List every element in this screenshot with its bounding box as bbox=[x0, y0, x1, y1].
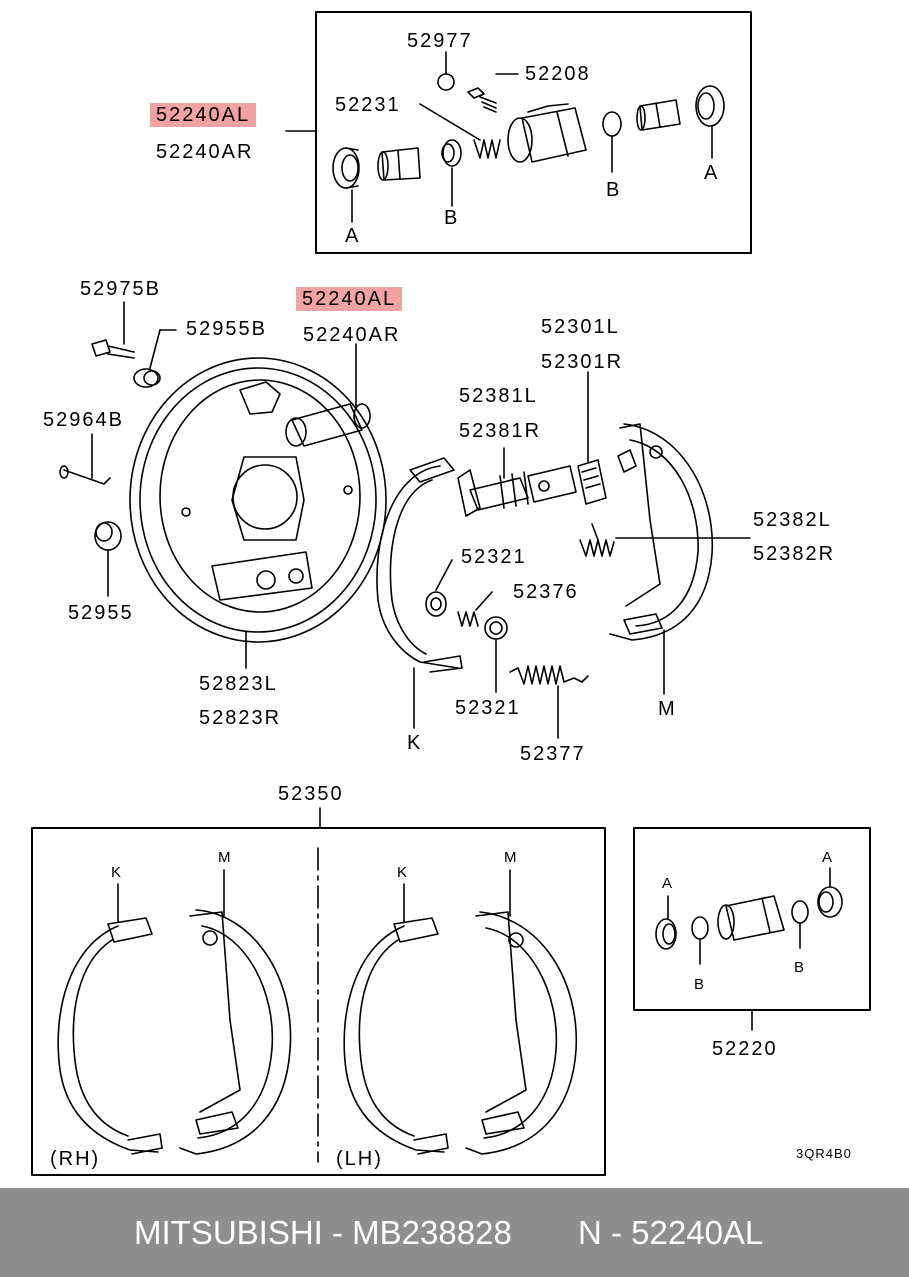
wheel-cylinder-body-icon bbox=[717, 895, 785, 941]
spring-icon bbox=[579, 539, 615, 557]
callout-52231: 52231 bbox=[335, 94, 401, 116]
bleeder-screw-icon bbox=[467, 87, 497, 113]
lh-shoe-m-icon bbox=[465, 911, 578, 1155]
rh-shoe-k-icon bbox=[57, 917, 163, 1155]
shoe-kit-box bbox=[31, 827, 606, 1176]
callout-52321-upper: 52321 bbox=[461, 546, 527, 568]
callout-lh-k: K bbox=[397, 864, 409, 881]
rubber-plug-icon bbox=[133, 368, 161, 388]
callout-letter-k: K bbox=[407, 732, 423, 754]
leader bbox=[149, 329, 161, 369]
wheel-cylinder-body-icon bbox=[507, 103, 587, 163]
callout-top-alt: 52240AR bbox=[156, 141, 254, 163]
callout-52975b: 52975B bbox=[80, 278, 161, 300]
callout-letter-m: M bbox=[658, 698, 677, 720]
piston-icon bbox=[636, 99, 681, 131]
callout-top-a-left: A bbox=[345, 225, 361, 247]
footer-brand: MITSUBISHI - MB238828 bbox=[134, 1214, 512, 1251]
callout-mid-alt: 52240AR bbox=[303, 324, 401, 346]
small-cup-icon bbox=[441, 139, 462, 167]
callout-52823l: 52823L bbox=[199, 673, 278, 695]
label-lh: (LH) bbox=[336, 1148, 383, 1170]
bolt-icon bbox=[91, 339, 135, 359]
lh-shoe-k-icon bbox=[343, 917, 449, 1155]
callout-52823r: 52823R bbox=[199, 707, 282, 729]
small-cup-icon bbox=[791, 900, 809, 924]
callout-52350: 52350 bbox=[278, 783, 344, 805]
callout-52964b: 52964B bbox=[43, 409, 124, 431]
footer-part-number: N - 52240AL bbox=[578, 1214, 764, 1251]
hold-down-pin-icon bbox=[59, 465, 111, 485]
callout-mid-main: 52240AL bbox=[296, 287, 403, 311]
callout-52977: 52977 bbox=[407, 30, 473, 52]
piston-icon bbox=[377, 147, 421, 181]
leader bbox=[591, 523, 599, 541]
callout-52208: 52208 bbox=[525, 63, 591, 85]
callout-top-b-left: B bbox=[444, 207, 460, 229]
callout-52321-lower: 52321 bbox=[455, 697, 521, 719]
callout-rh-m: M bbox=[218, 849, 232, 866]
callout-52381r: 52381R bbox=[459, 420, 542, 442]
rh-shoe-m-icon bbox=[179, 909, 292, 1155]
callout-52376: 52376 bbox=[513, 581, 579, 603]
exploded-parts-diagram: 52240AL 52240AR 52977 52208 52231 A B B … bbox=[31, 11, 871, 1176]
brake-shoe-m-icon bbox=[609, 423, 714, 641]
diagram-code: 3QR4B0 bbox=[796, 1146, 852, 1161]
diagram-drawing bbox=[31, 11, 871, 1176]
callout-52377: 52377 bbox=[520, 743, 586, 765]
brake-shoe-k-icon bbox=[376, 457, 463, 673]
small-cup-icon bbox=[602, 111, 622, 137]
footer-bar: MITSUBISHI - MB238828 N - 52240AL bbox=[0, 1188, 909, 1277]
small-cup-icon bbox=[691, 916, 709, 940]
callout-52301l: 52301L bbox=[541, 316, 620, 338]
spring-icon bbox=[473, 139, 501, 159]
bleeder-cap-icon bbox=[437, 73, 455, 91]
callout-rh-k: K bbox=[111, 864, 123, 881]
piston-cup-icon bbox=[332, 147, 360, 189]
piston-cup-icon bbox=[695, 85, 725, 127]
retainer-cup-icon bbox=[484, 616, 508, 640]
callout-52955: 52955 bbox=[68, 602, 134, 624]
callout-52220: 52220 bbox=[712, 1038, 778, 1060]
label-rh: (RH) bbox=[50, 1148, 101, 1170]
return-spring-icon bbox=[509, 665, 589, 685]
spring-icon bbox=[457, 611, 479, 627]
callout-52382l: 52382L bbox=[753, 509, 832, 531]
callout-br-a-right: A bbox=[822, 849, 834, 866]
piston-cup-icon bbox=[655, 918, 677, 950]
callout-br-b-right: B bbox=[794, 959, 806, 976]
adjuster-strut-icon bbox=[457, 465, 577, 517]
backing-plate-icon bbox=[129, 357, 387, 643]
wheel-cylinder-installed-icon bbox=[285, 403, 371, 447]
leader bbox=[435, 559, 453, 591]
callout-52955b: 52955B bbox=[186, 318, 267, 340]
piston-cup-icon bbox=[817, 886, 843, 918]
callout-top-a-right: A bbox=[704, 162, 720, 184]
callout-br-b-left: B bbox=[694, 976, 706, 993]
callout-52381l: 52381L bbox=[459, 385, 538, 407]
callout-52382r: 52382R bbox=[753, 543, 836, 565]
leader bbox=[419, 103, 481, 141]
wheel-cylinder-box-top bbox=[315, 11, 752, 254]
callout-br-a-left: A bbox=[662, 875, 674, 892]
grommet-icon bbox=[94, 521, 122, 551]
callout-top-b-right: B bbox=[606, 179, 622, 201]
callout-top-main: 52240AL bbox=[150, 103, 257, 127]
callout-52301r: 52301R bbox=[541, 351, 624, 373]
retainer-cup-icon bbox=[425, 591, 447, 617]
parking-lever-icon bbox=[577, 459, 607, 505]
leader bbox=[475, 591, 493, 611]
callout-lh-m: M bbox=[504, 849, 518, 866]
